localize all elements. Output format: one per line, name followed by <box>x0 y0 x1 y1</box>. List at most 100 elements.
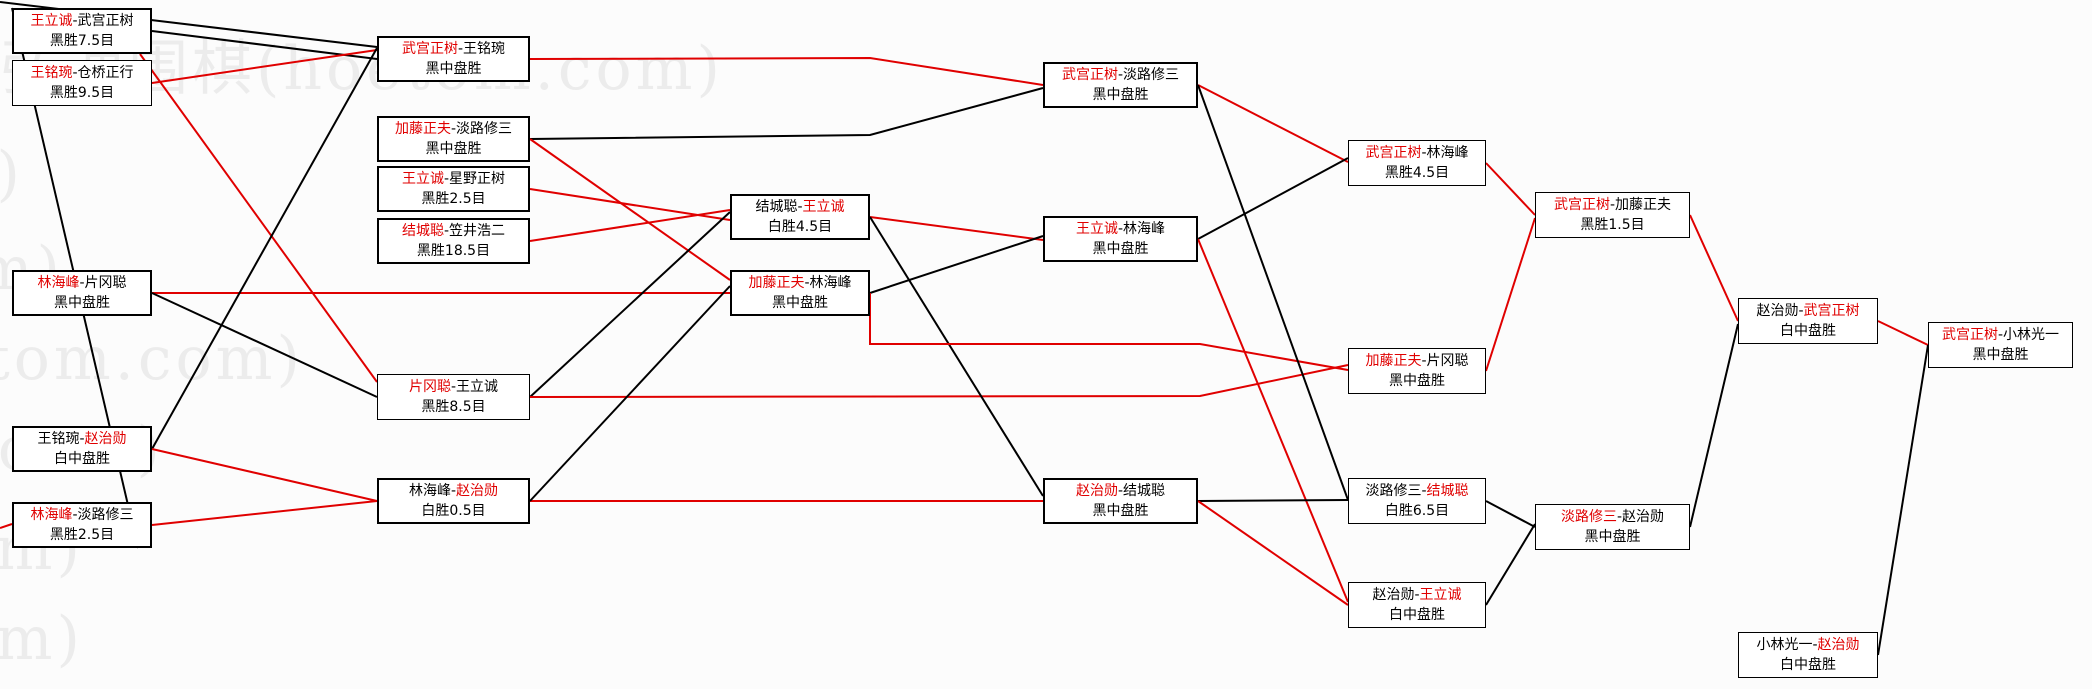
match-box: 王立诚-武宫正树黑胜7.5目 <box>12 8 152 54</box>
match-result: 白中盘胜 <box>1389 607 1445 623</box>
match-box: 王铭琬-仓桥正行黑胜9.5目 <box>12 60 152 106</box>
match-box: 加藤正夫-淡路修三黑中盘胜 <box>377 116 530 162</box>
match-players: 武宫正树-林海峰 <box>1365 143 1468 163</box>
bracket-connector <box>1689 214 1739 322</box>
player-name: 淡路修三 <box>1365 483 1422 499</box>
separator: - <box>457 41 464 57</box>
separator: - <box>450 379 457 395</box>
bracket-connector <box>151 47 378 450</box>
bracket-connector <box>529 211 731 398</box>
match-players: 加藤正夫-片冈聪 <box>1365 351 1468 371</box>
player-name: 小林光一 <box>1756 637 1813 653</box>
player-name: 王立诚 <box>456 379 499 395</box>
match-players: 淡路修三-赵治勋 <box>1561 507 1664 527</box>
match-players: 片冈聪-王立诚 <box>409 377 498 397</box>
separator: - <box>450 483 457 499</box>
match-players: 结城聪-王立诚 <box>755 197 844 217</box>
bracket-connector <box>869 293 1349 371</box>
player-name: 林海峰 <box>809 275 852 291</box>
player-name: 加藤正夫 <box>1365 353 1422 369</box>
bracket-connector <box>151 448 378 502</box>
match-result: 白中盘胜 <box>1780 323 1836 339</box>
player-name: 赵治勋 <box>1372 587 1415 603</box>
match-players: 王立诚-武宫正树 <box>30 11 133 31</box>
match-players: 武宫正树-小林光一 <box>1942 325 2059 345</box>
bracket-connector <box>151 30 378 60</box>
bracket-connector <box>1485 217 1536 372</box>
player-name: 笠井浩二 <box>449 223 506 239</box>
match-box: 林海峰-赵治勋白胜0.5目 <box>377 478 530 524</box>
match-result: 黑胜4.5目 <box>1384 165 1450 181</box>
match-result: 黑中盘胜 <box>1389 373 1445 389</box>
separator: - <box>1421 353 1427 369</box>
separator: - <box>1421 483 1427 499</box>
match-box: 王立诚-林海峰黑中盘胜 <box>1043 216 1198 262</box>
player-name: 武宫正树 <box>1803 303 1860 319</box>
match-box: 加藤正夫-林海峰黑中盘胜 <box>730 270 870 316</box>
match-players: 林海峰-片冈聪 <box>37 273 126 293</box>
player-name: 片冈聪 <box>408 379 451 395</box>
player-name: 加藤正夫 <box>394 121 451 137</box>
bracket-connector <box>1197 84 1349 501</box>
player-name: 武宫正树 <box>1553 197 1610 213</box>
player-name: 结城聪 <box>401 223 444 239</box>
match-box: 小林光一-赵治勋白中盘胜 <box>1738 632 1878 678</box>
match-result: 黑胜2.5目 <box>49 527 115 543</box>
player-name: 加藤正夫 <box>1615 197 1672 213</box>
separator: - <box>804 275 810 291</box>
match-result: 黑中盘胜 <box>1092 503 1149 519</box>
bracket-connector <box>0 523 13 529</box>
match-result: 黑中盘胜 <box>772 295 828 311</box>
match-box: 武宫正树-林海峰黑胜4.5目 <box>1348 140 1486 186</box>
player-name: 结城聪 <box>1123 483 1166 499</box>
bracket-connector <box>869 216 1044 241</box>
bracket-connector <box>1197 500 1349 606</box>
separator: - <box>1117 67 1124 83</box>
match-players: 小林光一-赵治勋 <box>1756 635 1859 655</box>
player-name: 淡路修三 <box>1123 67 1180 83</box>
match-result: 白中盘胜 <box>1780 657 1836 673</box>
bracket-connector <box>1485 162 1536 216</box>
player-name: 赵治勋 <box>1817 637 1860 653</box>
separator: - <box>443 223 450 239</box>
match-box: 结城聪-王立诚白胜4.5目 <box>730 194 870 240</box>
match-players: 赵治勋-王立诚 <box>1372 585 1461 605</box>
separator: - <box>1997 327 2004 343</box>
bracket-connector <box>1197 238 1349 603</box>
player-name: 赵治勋 <box>1075 483 1118 499</box>
match-players: 王立诚-林海峰 <box>1076 219 1165 239</box>
match-box: 武宫正树-小林光一黑中盘胜 <box>1928 322 2073 368</box>
player-name: 赵治勋 <box>84 431 127 447</box>
separator: - <box>1616 509 1623 525</box>
match-players: 武宫正树-淡路修三 <box>1062 65 1179 85</box>
player-name: 林海峰 <box>1123 221 1166 237</box>
match-box: 王铭琬-赵治勋白中盘胜 <box>12 426 152 472</box>
player-name: 王立诚 <box>1075 221 1118 237</box>
player-name: 片冈聪 <box>84 275 127 291</box>
match-players: 林海峰-赵治勋 <box>409 481 498 501</box>
match-players: 加藤正夫-淡路修三 <box>395 119 512 139</box>
match-result: 黑胜18.5目 <box>416 243 491 259</box>
bracket-connector <box>151 500 378 526</box>
bracket-connector <box>139 53 378 383</box>
player-name: 结城聪 <box>1426 483 1469 499</box>
match-box: 赵治勋-结城聪黑中盘胜 <box>1043 478 1198 524</box>
match-players: 加藤正夫-林海峰 <box>748 273 851 293</box>
bracket-connector <box>529 56 1044 86</box>
match-result: 黑中盘胜 <box>54 295 110 311</box>
separator: - <box>797 199 803 215</box>
player-name: 武宫正树 <box>1365 145 1422 161</box>
match-players: 王铭琬-仓桥正行 <box>30 63 133 83</box>
match-result: 黑中盘胜 <box>425 61 482 77</box>
player-name: 王铭琬 <box>463 41 506 57</box>
player-name: 星野正树 <box>449 171 506 187</box>
match-result: 白胜4.5目 <box>767 219 833 235</box>
separator: - <box>72 507 78 523</box>
player-name: 仓桥正行 <box>77 65 134 81</box>
player-name: 赵治勋 <box>1622 509 1665 525</box>
bracket-connector <box>151 292 378 398</box>
match-box: 淡路修三-结城聪白胜6.5目 <box>1348 478 1486 524</box>
player-name: 武宫正树 <box>401 41 458 57</box>
